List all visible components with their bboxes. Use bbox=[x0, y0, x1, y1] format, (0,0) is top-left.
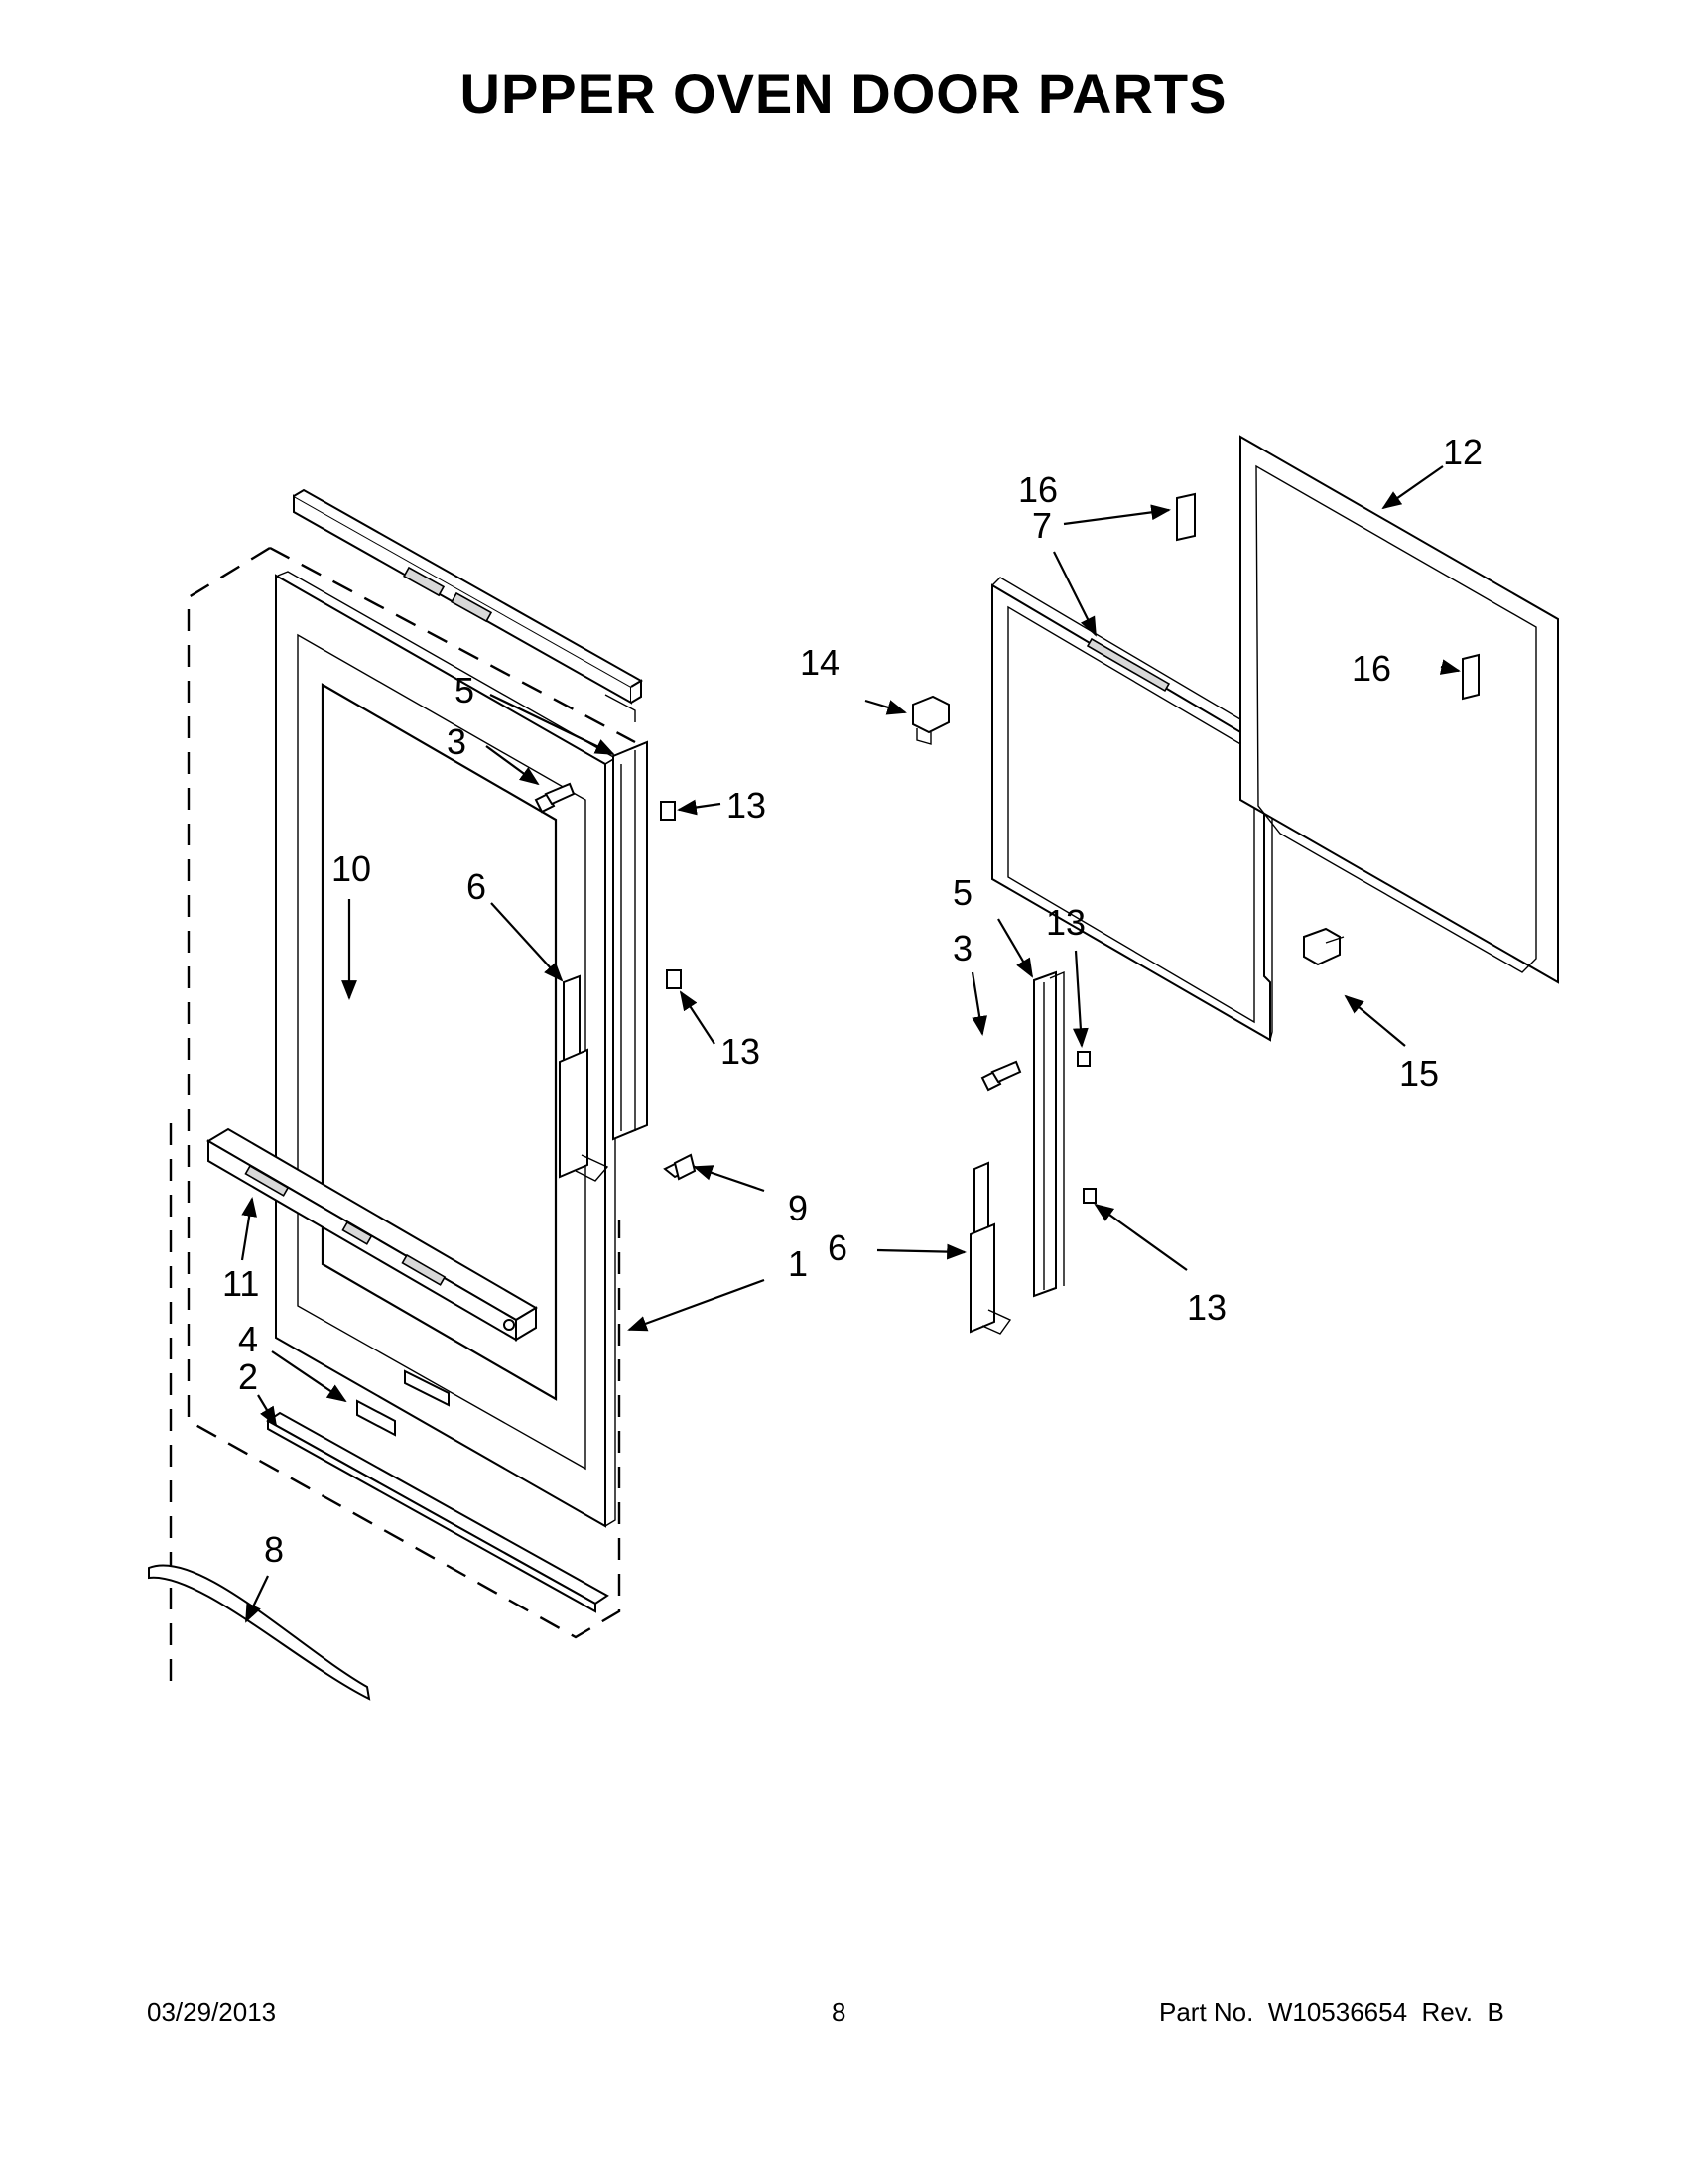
inner-trim-bar bbox=[206, 1127, 538, 1342]
vent-insert bbox=[356, 1369, 450, 1437]
callout-13-d: 13 bbox=[1187, 1287, 1227, 1328]
callout-7: 7 bbox=[1032, 505, 1052, 546]
callout-14: 14 bbox=[800, 642, 840, 683]
callout-16-top: 16 bbox=[1018, 469, 1058, 510]
inner-door-panel bbox=[991, 577, 1274, 1042]
callout-8: 8 bbox=[264, 1529, 284, 1570]
callout-13-b: 13 bbox=[720, 1031, 760, 1072]
right-hinge-assembly bbox=[1033, 970, 1097, 1298]
callout-9: 9 bbox=[788, 1188, 808, 1228]
page-title: UPPER OVEN DOOR PARTS bbox=[459, 63, 1228, 125]
outer-glass-panel bbox=[1239, 435, 1559, 984]
callout-15: 15 bbox=[1399, 1053, 1439, 1093]
footer-part-number: Part No. W10536654 Rev. B bbox=[1159, 1997, 1504, 2027]
callout-3-left: 3 bbox=[447, 721, 466, 762]
callout-2: 2 bbox=[238, 1356, 258, 1397]
clip-14 bbox=[912, 695, 950, 745]
leader-lines bbox=[240, 465, 1461, 1623]
footer-date: 03/29/2013 bbox=[147, 1997, 277, 2027]
callout-13-c: 13 bbox=[1046, 902, 1086, 943]
left-hinge-receptacle bbox=[559, 974, 609, 1182]
callout-16-mid: 16 bbox=[1352, 648, 1391, 689]
outer-door-dashed-outline bbox=[169, 546, 636, 1687]
callout-5-right: 5 bbox=[953, 872, 973, 913]
callout-6-left: 6 bbox=[466, 866, 486, 907]
callout-12: 12 bbox=[1443, 432, 1483, 472]
callout-13-a: 13 bbox=[726, 785, 766, 826]
callout-1: 1 bbox=[788, 1243, 808, 1284]
callout-4: 4 bbox=[238, 1319, 258, 1359]
screw-3-right bbox=[980, 1060, 1022, 1092]
top-trim bbox=[293, 488, 643, 722]
callout-10: 10 bbox=[331, 848, 371, 889]
right-hinge-receptacle bbox=[970, 1161, 1012, 1335]
callout-6-right: 6 bbox=[828, 1227, 847, 1268]
door-handle bbox=[148, 1564, 371, 1701]
screw-3-left bbox=[534, 782, 576, 814]
footer-page-number: 8 bbox=[832, 1997, 846, 2027]
callout-11: 11 bbox=[222, 1263, 259, 1304]
clip-15 bbox=[1303, 927, 1345, 966]
callout-5-left: 5 bbox=[454, 670, 474, 710]
tape-16 bbox=[1176, 492, 1480, 701]
left-hinge-assembly bbox=[612, 740, 682, 1141]
outer-door-panel bbox=[275, 571, 617, 1528]
callout-3-right: 3 bbox=[953, 928, 973, 968]
callout-labels: 5 3 13 6 13 10 9 1 11 4 2 8 14 16 7 12 1… bbox=[222, 432, 1483, 1570]
screw-9 bbox=[663, 1153, 697, 1181]
